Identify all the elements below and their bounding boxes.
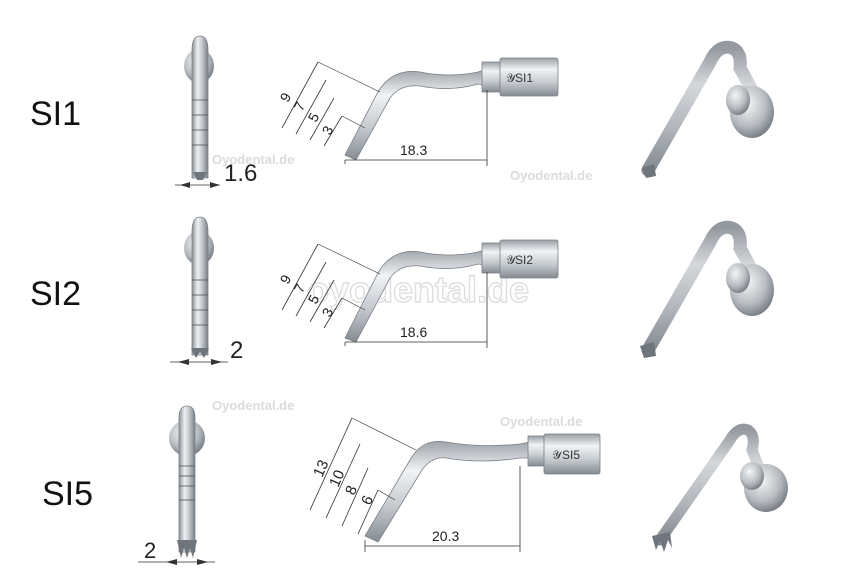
front-view: 1.6 (175, 35, 257, 188)
insert-tag: SI2 (515, 253, 533, 267)
length-dim: 20.3 (432, 528, 459, 544)
watermark: Oyodental.de (212, 398, 294, 413)
row-si2: SI2 2 SI2 𝒴 18.6 (30, 216, 774, 365)
watermark: Oyodental.de (510, 168, 592, 183)
depth-mark: 7 (291, 99, 309, 114)
depth-mark: 8 (342, 483, 361, 498)
side-view: SI1 𝒴 18.3 9 7 5 3 (277, 57, 559, 166)
depth-mark: 10 (326, 467, 348, 489)
tip-width: 1.6 (224, 160, 257, 187)
tip-width: 2 (230, 337, 243, 364)
perspective-view (641, 40, 774, 178)
perspective-view (640, 220, 774, 358)
depth-mark: 6 (358, 493, 377, 508)
side-view: SI2 𝒴 18.6 9 7 5 3 (277, 239, 559, 348)
logo-icon: 𝒴 (506, 71, 517, 85)
front-view: 2 (138, 405, 215, 565)
insert-tag: SI5 (562, 448, 580, 462)
row-label: SI1 (30, 95, 81, 133)
depth-mark: 7 (291, 281, 309, 296)
row-label: SI2 (30, 275, 81, 313)
logo-icon: 𝒴 (552, 448, 563, 462)
row-si5: SI5 2 SI5 𝒴 20.3 (42, 398, 788, 565)
logo-icon: 𝒴 (506, 253, 517, 267)
watermark: Oyodental.de (500, 414, 582, 429)
front-view: 2 (170, 216, 243, 365)
length-dim: 18.6 (400, 324, 427, 340)
depth-mark: 13 (310, 457, 332, 479)
side-view: SI5 𝒴 20.3 13 10 8 6 (309, 417, 601, 552)
insert-tag: SI1 (515, 71, 533, 85)
watermark: Oyodental.de (212, 152, 294, 167)
row-label: SI5 (42, 475, 93, 513)
row-si1: SI1 1.6 SI1 𝒴 18.3 (30, 35, 774, 188)
watermark-large: oyodental.de (307, 269, 529, 310)
perspective-view (652, 423, 788, 552)
depth-mark: 5 (305, 110, 323, 125)
tip-width: 2 (144, 538, 156, 563)
depth-mark: 3 (319, 123, 337, 138)
length-dim: 18.3 (400, 142, 427, 158)
